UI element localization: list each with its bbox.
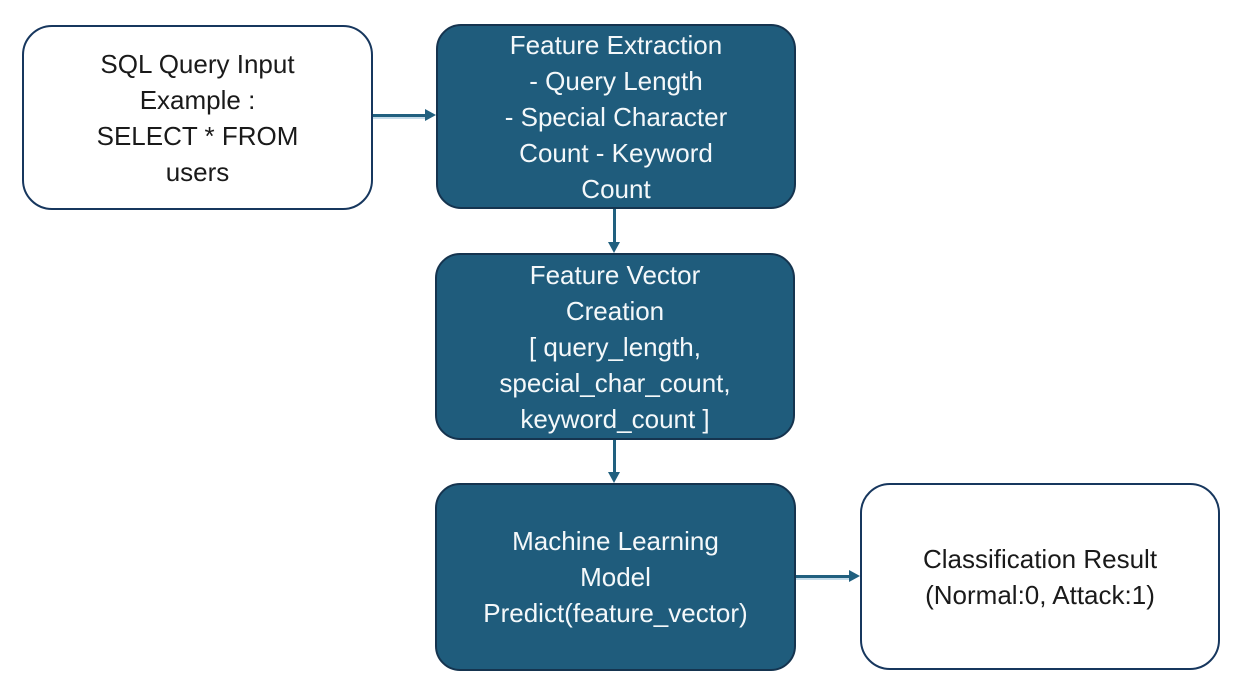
node-feature-vector-creation-label: Feature Vector Creation [ query_length, … [499,259,731,434]
node-feature-extraction: Feature Extraction - Query Length - Spec… [436,24,796,209]
arrow-vector-to-model [608,440,620,483]
node-feature-extraction-label: Feature Extraction - Query Length - Spec… [504,29,728,204]
node-sql-query-input: SQL Query Input Example : SELECT * FROM … [22,25,373,210]
node-classification-result: Classification Result (Normal:0, Attack:… [860,483,1220,670]
node-sql-query-input-label: SQL Query Input Example : SELECT * FROM … [96,48,299,187]
arrow-input-to-extraction [373,109,436,121]
arrow-extraction-to-vector [608,209,620,253]
node-classification-result-label: Classification Result (Normal:0, Attack:… [922,543,1158,610]
arrow-model-to-result [796,570,860,582]
node-feature-vector-creation: Feature Vector Creation [ query_length, … [435,253,795,440]
node-machine-learning-model-label: Machine Learning Model Predict(feature_v… [483,526,748,628]
node-machine-learning-model: Machine Learning Model Predict(feature_v… [435,483,796,671]
